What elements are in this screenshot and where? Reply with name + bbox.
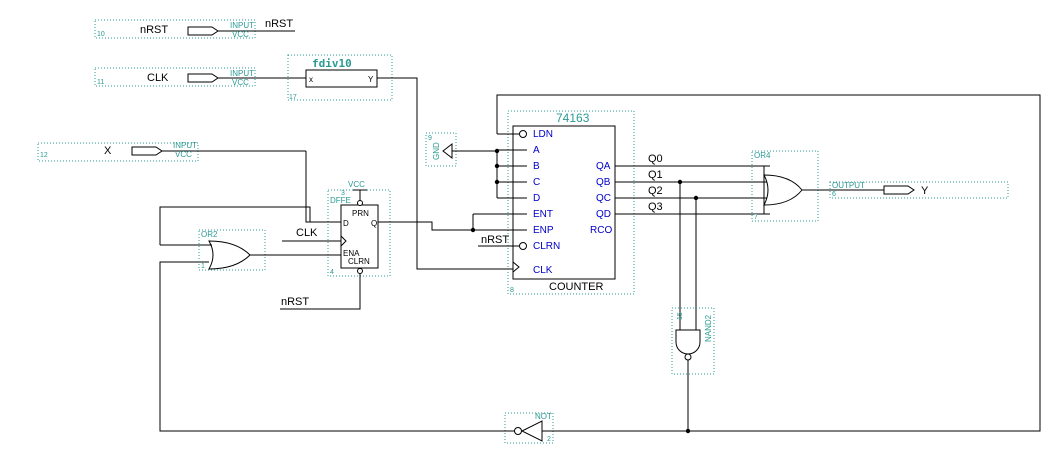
net-q2: Q2 [648, 185, 663, 197]
or2-title: OR2 [201, 230, 218, 239]
dffe-pin-d: D [343, 219, 349, 228]
dffe-vcc-id: 3 [341, 190, 345, 197]
output-id: 6 [832, 191, 836, 198]
wire-or2-top-loop [159, 206, 311, 245]
wire-x-to-d [305, 151, 341, 223]
pin-ent: ENT [533, 209, 553, 220]
or4-title: OR4 [754, 151, 771, 160]
nand2-gate[interactable]: 15 NAND2 [671, 307, 715, 434]
net-q0: Q0 [648, 153, 663, 165]
input-x-type: INPUT [173, 141, 197, 150]
input-pin-clk[interactable]: 11 CLK INPUT VCC [94, 67, 306, 87]
pin-qb: QB [596, 177, 611, 188]
input-pin-x[interactable]: 12 X INPUT VCC [37, 141, 306, 162]
counter-footer: COUNTER [549, 281, 603, 293]
pin-qd: QD [596, 209, 611, 220]
wire-fdiv-to-clk [377, 77, 513, 270]
or4-id: 7 [754, 214, 758, 221]
input-x-id: 12 [40, 152, 48, 159]
pin-qc: QC [596, 193, 611, 204]
fdiv10-id: 17 [289, 94, 297, 101]
net-label-nrst-counter: nRST [481, 234, 509, 246]
q-outputs: Q0 Q1 Q2 Q3 [615, 153, 770, 330]
net-label-nrst-dff: nRST [281, 296, 309, 308]
not-id: 2 [547, 436, 551, 443]
pin-clk: CLK [533, 265, 553, 276]
wire-feedback-loop [159, 94, 1041, 432]
dffe-pin-clrn: CLRN [348, 257, 370, 266]
pin-rco: RCO [590, 225, 612, 236]
dffe-title: DFFE [330, 196, 351, 205]
or2-id: 1 [201, 263, 205, 270]
pin-a: A [533, 145, 540, 156]
pin-b: B [533, 161, 540, 172]
dffe-vcc: VCC [348, 180, 365, 189]
dffe-pin-ena: ENA [343, 249, 360, 258]
wire-q-to-enp [378, 221, 473, 231]
output-type: OUTPUT [832, 181, 865, 190]
input-x-default: VCC [175, 150, 192, 159]
input-clk-label: CLK [147, 72, 169, 84]
gnd-label: GND [432, 142, 441, 160]
dffe-pin-q: Q [371, 219, 377, 228]
input-x-label: X [104, 145, 112, 157]
input-nrst-id: 10 [97, 31, 105, 38]
input-nrst-type: INPUT [230, 21, 254, 30]
not-gate[interactable]: NOT 2 [504, 412, 554, 444]
gnd-symbol: 9 GND [425, 132, 500, 198]
or2-gate[interactable]: OR2 1 [160, 229, 341, 271]
net-q1: Q1 [648, 169, 663, 181]
net-label-clk-dff: CLK [296, 227, 318, 239]
net-label-nrst-top: nRST [265, 18, 293, 30]
output-pin-y[interactable]: OUTPUT 6 Y [829, 181, 1009, 199]
pin-enp: ENP [533, 225, 554, 236]
pin-clrn: CLRN [533, 241, 560, 252]
nand2-id: 15 [677, 312, 684, 320]
input-clk-default: VCC [232, 78, 249, 87]
counter-title: 74163 [556, 111, 590, 125]
input-clk-type: INPUT [230, 69, 254, 78]
net-q3: Q3 [648, 201, 663, 213]
fdiv10-title: fdiv10 [312, 57, 352, 70]
pin-qa: QA [596, 161, 611, 172]
pin-ldn: LDN [533, 129, 553, 140]
not-title: NOT [535, 412, 552, 421]
counter-id: 8 [510, 287, 514, 294]
gnd-id: 9 [428, 135, 432, 142]
dffe-block[interactable]: DFFE VCC 3 4 PRN D Q ENA CLRN [327, 180, 391, 277]
dffe-pin-prn: PRN [352, 209, 369, 218]
nand2-title: NAND2 [704, 314, 713, 342]
pin-d: D [533, 193, 540, 204]
counter-74163[interactable]: 74163 8 COUNTER LDN A B C D ENT ENP CLRN… [473, 110, 635, 295]
output-label: Y [921, 185, 929, 197]
input-nrst-label: nRST [140, 24, 168, 36]
wire-nrst-dff [280, 274, 361, 310]
dffe-id: 4 [330, 269, 334, 276]
fdiv10-port-y: Y [368, 75, 374, 84]
input-nrst-default: VCC [232, 30, 249, 39]
pin-c: C [533, 177, 540, 188]
input-clk-id: 11 [97, 79, 104, 86]
or4-gate[interactable]: OR4 7 [751, 150, 884, 222]
fdiv10-port-x: x [309, 75, 313, 84]
input-pin-nrst[interactable]: 10 nRST INPUT VCC nRST [94, 18, 295, 39]
